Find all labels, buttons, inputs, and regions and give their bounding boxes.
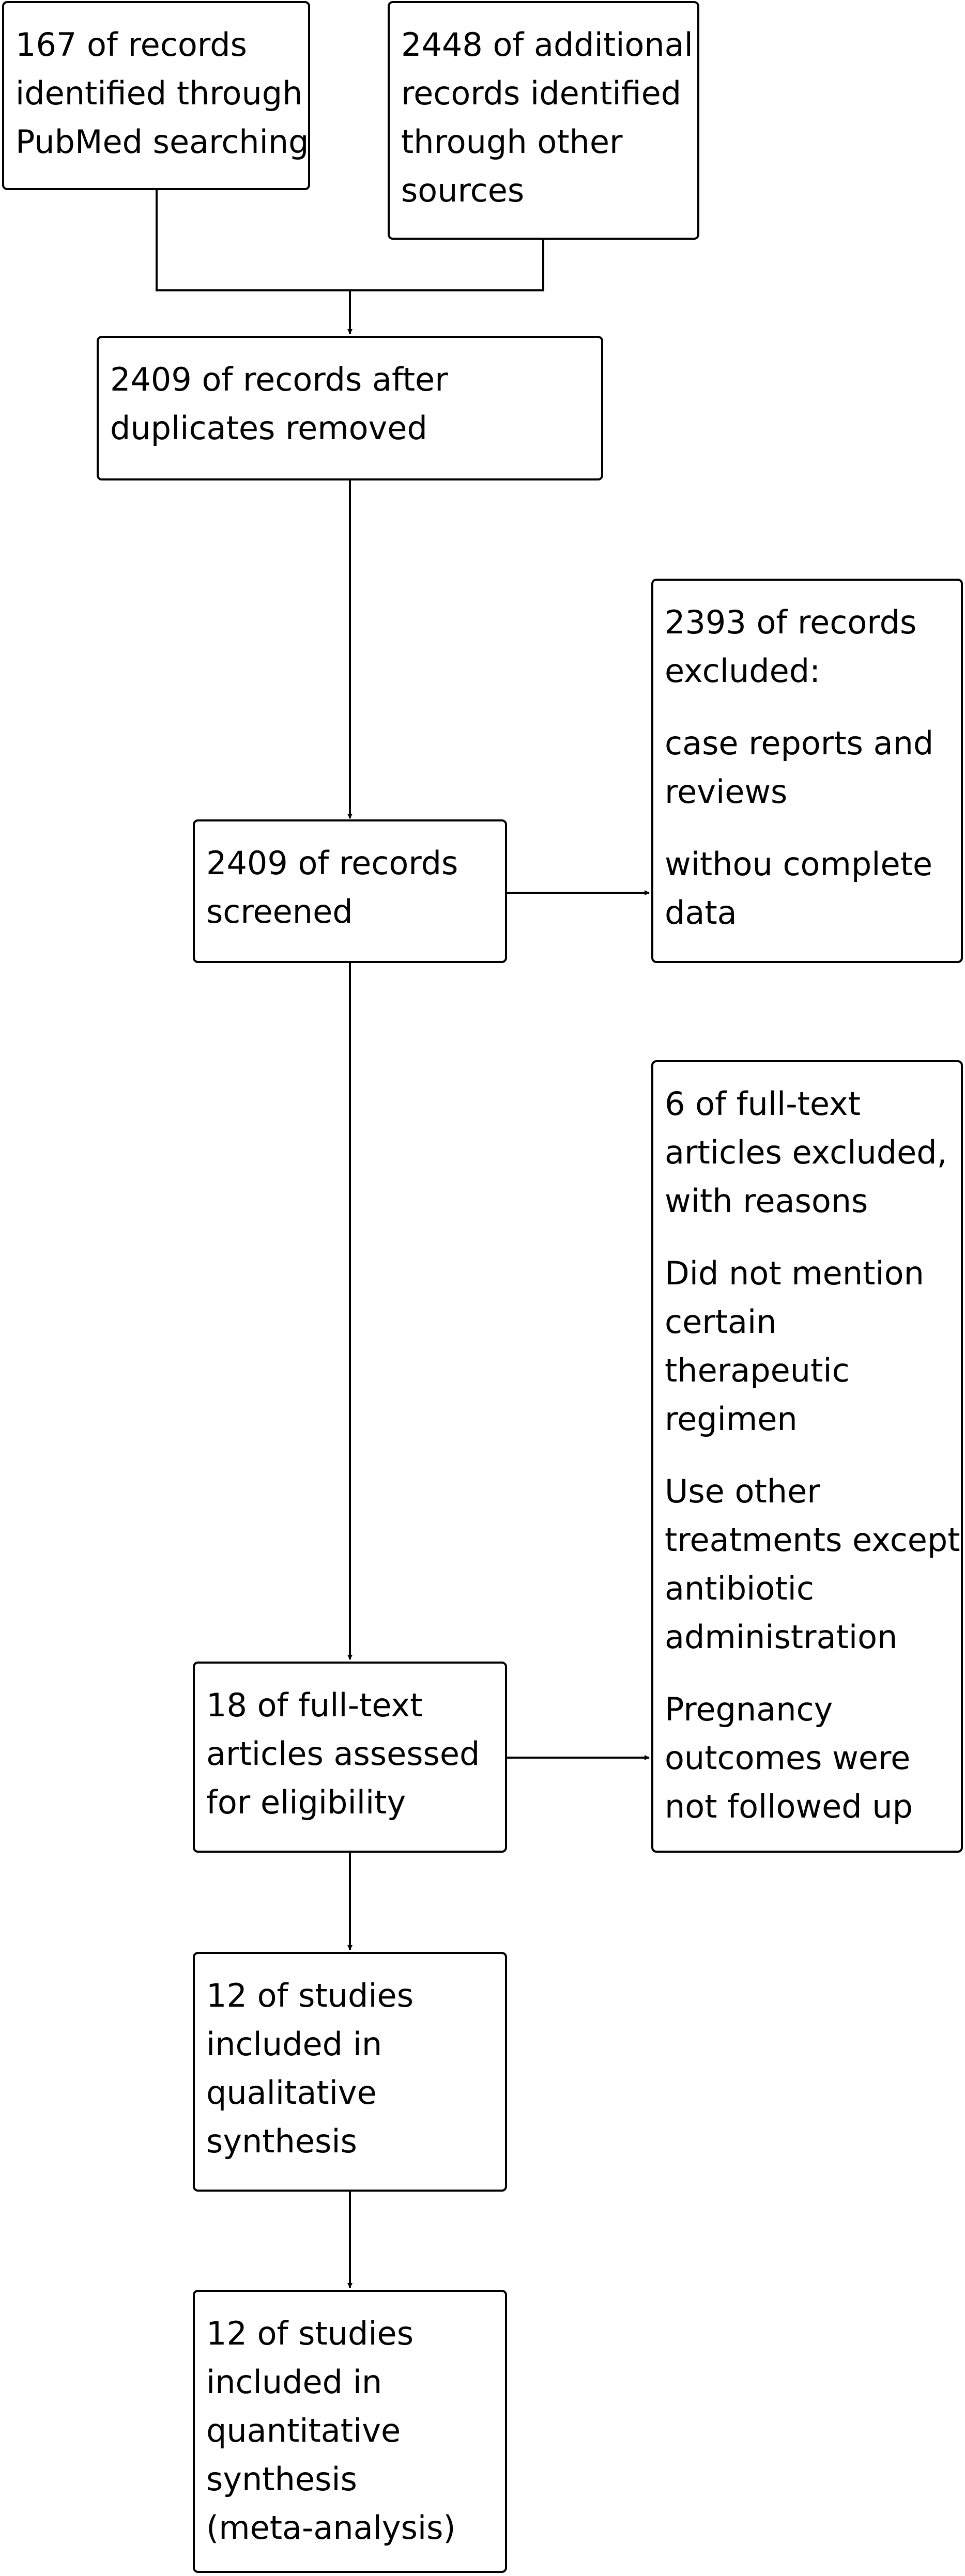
box-text-line: reviews — [665, 773, 788, 811]
box-text-line: data — [665, 894, 737, 932]
paragraph-gap — [665, 695, 949, 719]
box-text-line: Use other — [665, 1472, 820, 1510]
box-text-line: certain — [665, 1303, 777, 1341]
paragraph-gap — [665, 1225, 949, 1249]
other-sources-records-box: 2448 of additional records identified thro… — [388, 1, 699, 240]
box-text-line: 2409 of records — [206, 844, 458, 882]
box-text-line: treatments except — [665, 1521, 960, 1559]
box-text-line: included in — [206, 2363, 382, 2401]
box-text-line: administration — [665, 1618, 898, 1656]
box-text-line: 18 of full-text — [206, 1686, 423, 1724]
box-text-line: withou complete — [665, 845, 933, 883]
box-text-line: screened — [206, 893, 353, 930]
box-text-line: Did not mention — [665, 1254, 924, 1292]
box-text-line: records identified — [401, 74, 682, 112]
box-text-line: quantitative — [206, 2412, 401, 2449]
box-text-line: duplicates removed — [110, 409, 427, 447]
paragraph-gap — [665, 1662, 949, 1685]
box-text-line: articles excluded, — [665, 1134, 947, 1171]
box-text-line: not followed up — [665, 1788, 913, 1825]
box-text-line: therapeutic — [665, 1352, 850, 1389]
box-text-line: 2393 of records — [665, 603, 917, 641]
box-text-line: qualitative — [206, 2074, 377, 2112]
box-text-line: articles assessed — [206, 1735, 480, 1773]
box-text-line: 6 of full-text — [665, 1085, 861, 1123]
box-text-line: 167 of records — [16, 26, 247, 64]
box-text-line: through other — [401, 123, 623, 161]
box-text-line: excluded: — [665, 652, 821, 690]
full-text-assessed-box: 18 of full-text articles assessed for elig… — [193, 1662, 507, 1853]
box-text-line: 12 of studies — [206, 2315, 414, 2352]
box-text-line: 12 of studies — [206, 1977, 414, 2014]
box-text-line: sources — [401, 172, 525, 209]
box-text-line: for eligibility — [206, 1783, 406, 1821]
box-text-line: PubMed searching — [16, 123, 309, 161]
paragraph-gap — [665, 816, 949, 840]
box-text-line: 2448 of additional — [401, 26, 693, 64]
box-text-line: Pregnancy — [665, 1690, 833, 1728]
box-text-line: regimen — [665, 1400, 798, 1438]
qualitative-synthesis-box: 12 of studies included in qualitative synth… — [193, 1952, 507, 2192]
box-text-line: case reports and — [665, 724, 934, 762]
records-excluded-box: 2393 of records excluded: case reports and… — [651, 579, 963, 963]
box-text-line: outcomes were — [665, 1739, 911, 1777]
box-text-line: antibiotic — [665, 1570, 814, 1607]
box-text-line: identified through — [16, 74, 303, 112]
box-text-line: included in — [206, 2025, 382, 2063]
records-screened-box: 2409 of records screened — [193, 819, 507, 963]
after-duplicates-box: 2409 of records after duplicates removed — [97, 336, 603, 480]
box-text-line: with reasons — [665, 1182, 868, 1220]
box-text-line: 2409 of records after — [110, 361, 448, 398]
quantitative-synthesis-box: 12 of studies included in quantitative synt… — [193, 2290, 507, 2573]
full-text-excluded-box: 6 of full-text articles excluded, with rea… — [651, 1060, 963, 1853]
box-text-line: (meta-analysis) — [206, 2509, 456, 2547]
box-text-line: synthesis — [206, 2460, 357, 2498]
paragraph-gap — [665, 1444, 949, 1467]
box-text-line: synthesis — [206, 2122, 357, 2160]
